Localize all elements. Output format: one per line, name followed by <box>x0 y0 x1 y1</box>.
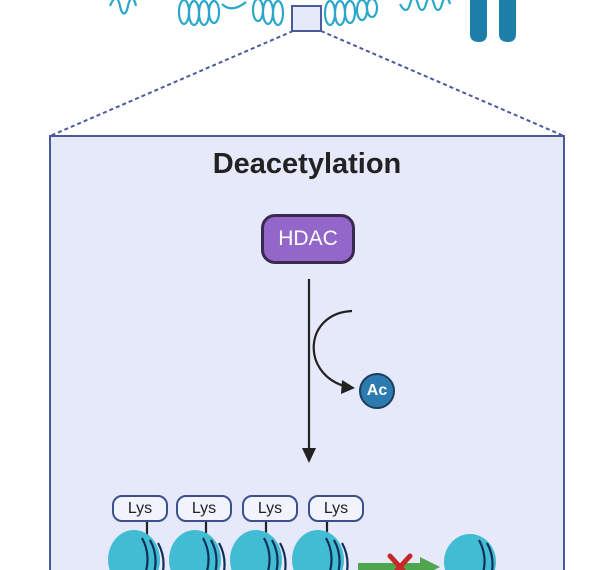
nucleosome-3 <box>230 530 287 570</box>
blocked-arrow <box>358 557 440 570</box>
nucleosome-4 <box>292 530 349 570</box>
reaction-arrowhead <box>302 448 316 463</box>
lysine-tag-3: Lys <box>242 495 298 522</box>
hdac-enzyme: HDAC <box>261 214 355 264</box>
panel-title: Deacetylation <box>212 148 402 180</box>
lysine-tag-1: Lys <box>112 495 168 522</box>
zoom-line-right <box>320 30 565 137</box>
zoom-selection-box <box>291 5 322 32</box>
zoom-line-left <box>49 30 294 137</box>
lysine-tag-4: Lys <box>308 495 364 522</box>
release-arrowhead <box>341 380 355 394</box>
acetyl-group: Ac <box>359 373 395 409</box>
nucleosome-2 <box>169 530 226 570</box>
block-x-icon <box>387 553 413 570</box>
nucleosome-5 <box>444 534 496 570</box>
lysine-tag-2: Lys <box>176 495 232 522</box>
nucleosome-1 <box>108 530 165 570</box>
release-curve <box>312 309 353 388</box>
chromatin-fiber <box>108 0 452 27</box>
chromosome-icon <box>470 0 516 42</box>
